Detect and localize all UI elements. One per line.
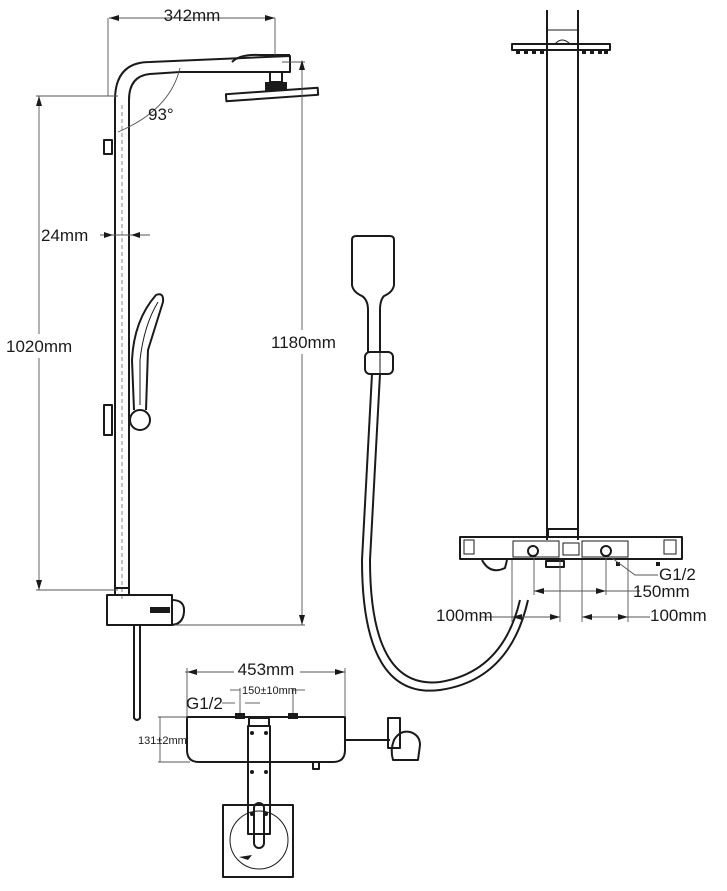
label-rail-height: 1020mm [6, 337, 72, 356]
side-hand-shower [131, 293, 165, 411]
label-inlet-thread-right: G1/2 [659, 565, 696, 584]
bottom-outlet-nut [312, 761, 320, 770]
label-total-height: 1180mm [271, 333, 336, 352]
wall-plate-circle [229, 810, 289, 870]
hand-shower [351, 235, 529, 692]
top-column-collar [248, 717, 270, 727]
front-right-valve-housing [581, 540, 629, 558]
center-mount [562, 542, 580, 556]
right-inlet-port [600, 545, 612, 557]
head-nozzle-dots [516, 51, 608, 54]
top-wall-bracket-arm [247, 725, 271, 835]
leader-g12 [611, 557, 658, 576]
side-handle [150, 607, 170, 613]
label-thermostat-depth: 131±2mm [138, 735, 187, 747]
front-thermostat-body [459, 536, 683, 560]
left-inlet-mark [235, 713, 245, 719]
inlet-nut-mark [616, 562, 620, 566]
side-control-knob [169, 599, 186, 626]
label-inlet-spacing: 150mm [633, 582, 690, 601]
dim-arrows-100-left [512, 614, 560, 620]
front-view: G1/2 150mm 100mm 100mm [436, 10, 707, 625]
label-thermostat-width: 453mm [238, 660, 295, 679]
front-column-base [547, 528, 579, 538]
side-view: 342mm 93° 24mm 1020mm 1180mm [0, 6, 348, 721]
end-cap-right [663, 539, 677, 555]
right-inlet-mark [288, 713, 298, 719]
overhead-shower-head [224, 86, 320, 103]
lower-inlet-pipe [133, 625, 141, 721]
slider-holder [129, 409, 151, 431]
front-left-valve-housing [512, 540, 560, 558]
label-bg-1020 [0, 334, 90, 358]
top-knob-stem [387, 717, 401, 749]
arm-cap [231, 53, 290, 63]
rotation-arrow [239, 855, 252, 860]
angle-arc [117, 67, 181, 133]
top-control-knob [390, 730, 421, 761]
wall-plate-slot [253, 802, 265, 849]
label-arm-angle: 93° [148, 105, 174, 124]
label-inlet-spacing-tolerance: 150±10mm [242, 685, 297, 697]
label-bg-1180 [268, 330, 348, 354]
label-arm-reach: 342mm [164, 6, 221, 25]
inlet-nut-mark-2 [656, 562, 660, 566]
hand-shower-head [351, 235, 395, 355]
front-column [546, 10, 579, 540]
head-center-bump [554, 39, 571, 45]
shower-hose [361, 373, 529, 692]
left-inlet-port [527, 545, 539, 557]
wall-bracket-top [103, 139, 113, 155]
label-bg-453 [234, 658, 300, 678]
hand-shower-holder [364, 351, 394, 375]
label-bracket-right: 100mm [650, 606, 707, 625]
shower-arm [114, 55, 291, 101]
dim-arrows-100-right [582, 614, 628, 620]
front-overhead-head [511, 43, 611, 51]
thermostat-top-view: 453mm 150±10mm G1/2 131±2mm [138, 658, 421, 878]
dim-arrows-24 [104, 232, 140, 238]
head-connector [269, 71, 283, 83]
head-swivel [265, 82, 287, 91]
thermostat-nut [114, 587, 130, 596]
front-knob [481, 559, 508, 572]
wall-plate [222, 804, 294, 878]
front-outlet [545, 560, 565, 568]
top-thermostat-body [186, 716, 346, 763]
wall-bracket-mid [103, 404, 113, 436]
label-inlet-thread-bottom: G1/2 [186, 694, 223, 713]
label-pipe-diameter: 24mm [41, 226, 88, 245]
hand-shower-inner-line [139, 301, 159, 405]
label-bracket-left: 100mm [436, 606, 493, 625]
end-cap-left [463, 539, 475, 555]
column-pipe [114, 100, 130, 590]
